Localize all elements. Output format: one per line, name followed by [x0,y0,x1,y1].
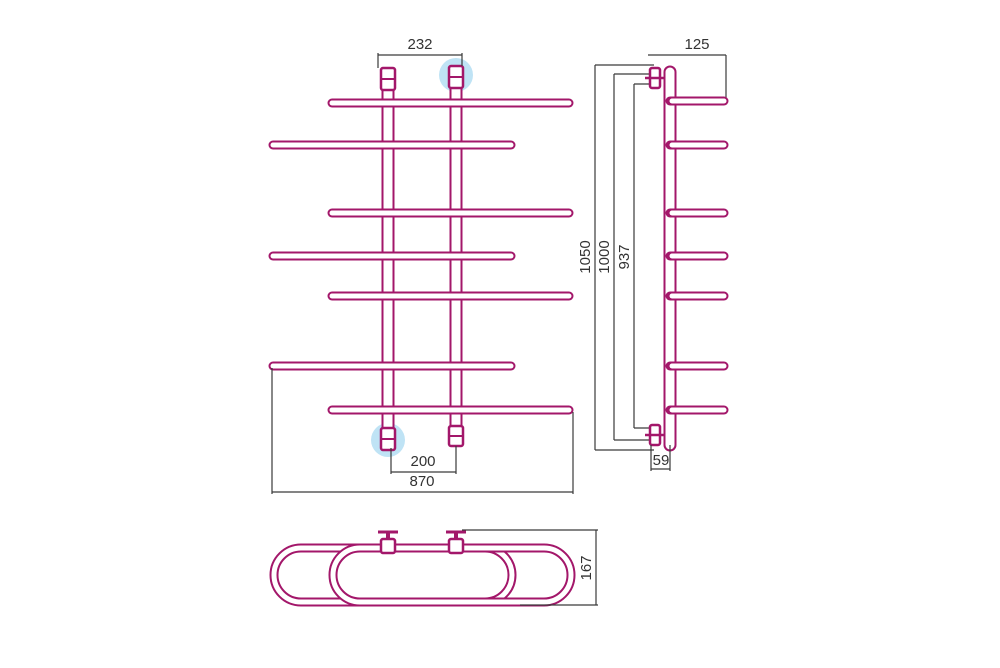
side-view: 125 1050 1000 937 [577,36,729,471]
dimension-side-wall-offset: 59 [650,445,671,471]
dim-label-200: 200 [410,453,435,470]
dimension-side-heights: 1050 1000 937 [577,64,654,451]
fittings [379,64,465,452]
dim-label-232: 232 [407,36,432,53]
dim-label-1000: 1000 [596,240,613,273]
dimension-overall-width: 870 [271,368,574,494]
dim-label-870: 870 [409,473,434,490]
horizontal-bars [268,98,574,415]
dim-label-125: 125 [684,36,709,53]
dim-label-167: 167 [578,555,595,580]
dim-label-937: 937 [616,244,633,269]
dimension-bottom-centers: 200 [390,446,457,474]
dim-label-1050: 1050 [577,240,594,273]
front-view: 232 200 870 [268,36,574,494]
top-view: 167 [269,529,598,607]
top-fittings [378,530,466,555]
dim-label-59: 59 [653,452,670,469]
dimension-side-depth: 125 [648,36,727,100]
side-fittings [645,66,664,447]
dimension-top-depth: 167 [462,529,598,606]
top-loops [269,543,576,607]
dimension-top-centers: 232 [377,36,463,68]
side-bars [665,96,729,415]
